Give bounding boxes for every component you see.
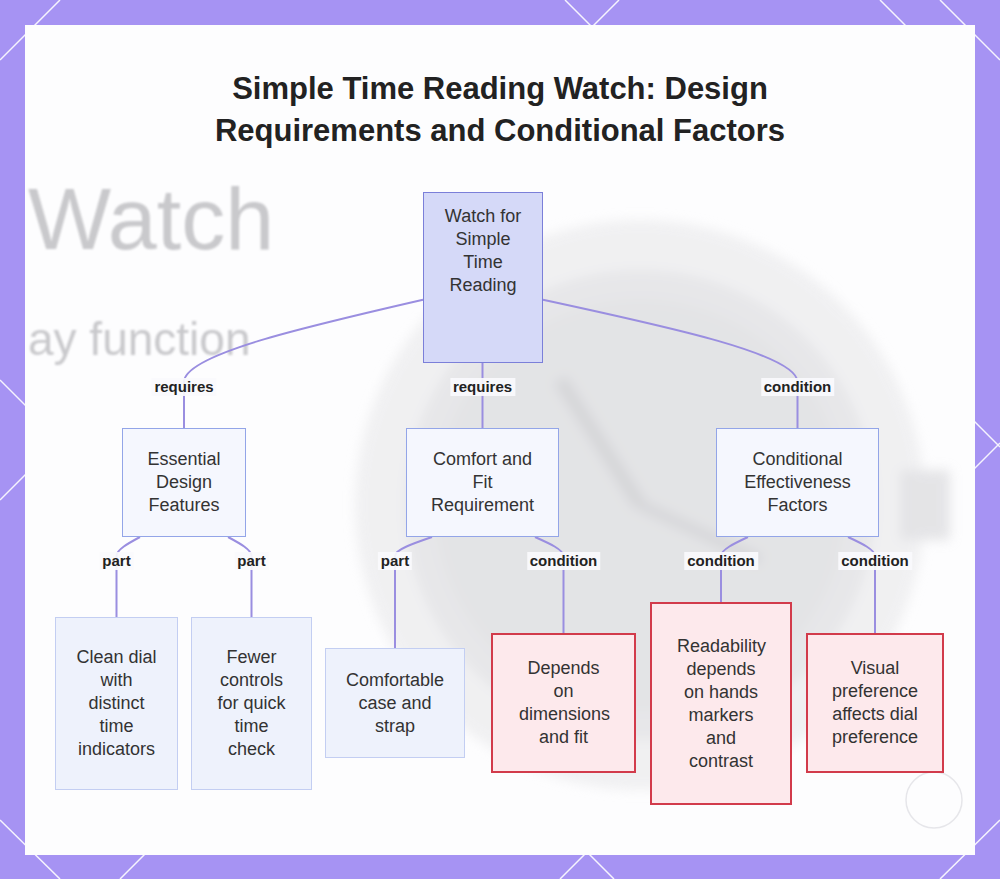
watermark-text: ay function <box>28 312 250 366</box>
connector <box>184 300 423 428</box>
connector <box>228 537 251 617</box>
condition-box: Visual preference affects dial preferenc… <box>806 633 944 773</box>
corner-logo <box>906 772 962 828</box>
feature-box: Comfortable case and strap <box>325 648 465 758</box>
edge-label: condition <box>838 552 912 570</box>
node-text: Readability depends on hands markers and… <box>677 635 765 773</box>
diagram-title: Simple Time Reading Watch: Design Requir… <box>180 68 820 152</box>
feature-box: Comfort and Fit Requirement <box>406 428 559 537</box>
edge-label: part <box>234 552 268 570</box>
condition-box: Readability depends on hands markers and… <box>650 602 792 805</box>
condition-box: Depends on dimensions and fit <box>491 633 636 773</box>
node-text: Conditional Effectiveness Factors <box>736 448 859 517</box>
feature-box: Clean dial with distinct time indicators <box>55 617 178 790</box>
edge-label: part <box>378 552 412 570</box>
node-text: Essential Design Features <box>135 448 233 517</box>
connector <box>543 300 798 428</box>
edge-label: requires <box>151 378 216 396</box>
edge-label: condition <box>527 552 601 570</box>
node-text: Depends on dimensions and fit <box>519 657 608 749</box>
canvas <box>25 25 975 855</box>
node-text: Visual preference affects dial preferenc… <box>828 657 922 749</box>
edge-label: requires <box>450 378 515 396</box>
root-box: Watch for Simple Time Reading <box>423 192 543 363</box>
connector <box>117 537 140 617</box>
watermark-text: Watch <box>28 168 274 270</box>
node-text: Comfort and Fit Requirement <box>428 448 537 517</box>
edge-label: condition <box>684 552 758 570</box>
node-text: Fewer controls for quick time check <box>212 646 291 761</box>
feature-box: Fewer controls for quick time check <box>191 617 312 790</box>
feature-box: Conditional Effectiveness Factors <box>716 428 879 537</box>
node-text: Clean dial with distinct time indicators <box>74 646 159 761</box>
node-text: Comfortable case and strap <box>343 669 447 738</box>
feature-box: Essential Design Features <box>122 428 246 537</box>
edge-label: part <box>99 552 133 570</box>
edge-label: condition <box>761 378 835 396</box>
node-text: Watch for Simple Time Reading <box>439 205 527 297</box>
